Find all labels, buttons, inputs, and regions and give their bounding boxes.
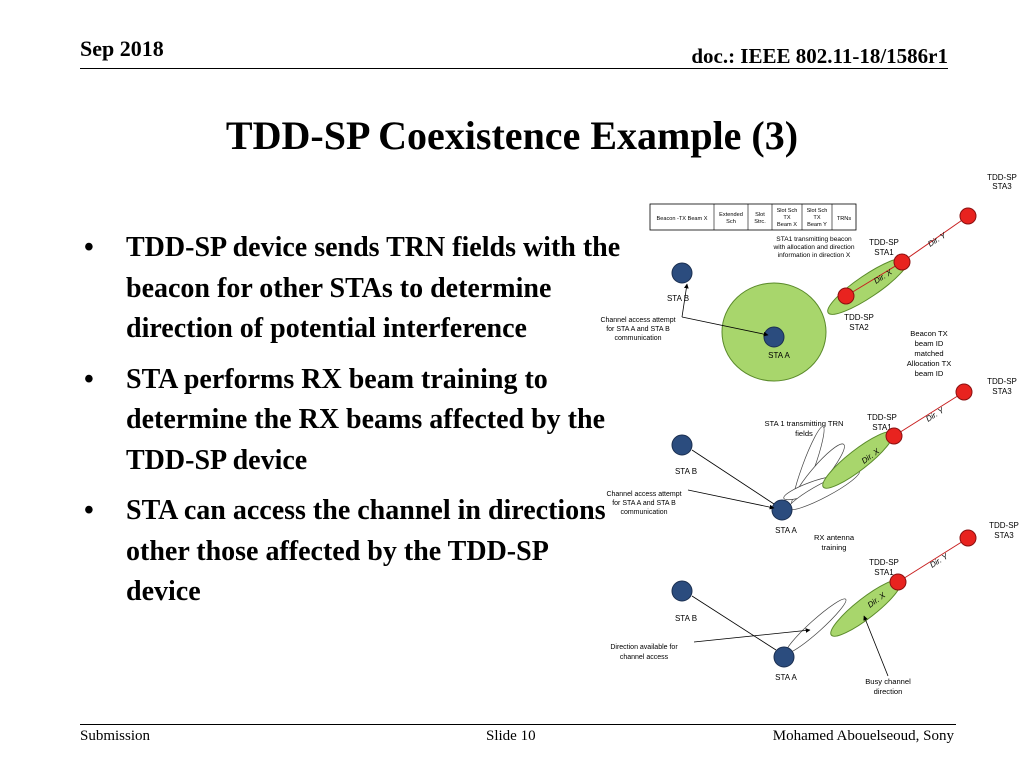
footer-divider bbox=[80, 724, 956, 725]
bullet-item: • TDD-SP device sends TRN fields with the… bbox=[84, 228, 624, 350]
annotation-arrow bbox=[681, 283, 689, 318]
sta1-node bbox=[893, 253, 911, 271]
dir-y-label: Dir. Y bbox=[924, 405, 946, 423]
link-line bbox=[897, 537, 969, 583]
sta-a-node bbox=[773, 646, 795, 668]
sta-link bbox=[691, 595, 777, 651]
footer-submission: Submission bbox=[80, 728, 151, 744]
annotation-arrow bbox=[863, 615, 889, 677]
bullet-dot-icon: • bbox=[84, 363, 94, 395]
sta1-node bbox=[885, 427, 903, 445]
sta3-node bbox=[959, 207, 977, 225]
sta3-node bbox=[955, 383, 973, 401]
footer-slide-number: Slide 10 bbox=[486, 728, 536, 744]
sta-link bbox=[691, 449, 775, 505]
bullet-text: STA can access the channel in directions… bbox=[126, 495, 606, 607]
sta-a-label: STA A bbox=[775, 673, 797, 682]
frame-cell-beacon: Beacon -TX Beam X bbox=[657, 216, 708, 222]
sta-b-label: STA B bbox=[675, 467, 697, 476]
frame-cell-trns: TRNs bbox=[837, 216, 851, 222]
bullet-text: STA performs RX beam training to determi… bbox=[126, 363, 605, 476]
sta-b-label: STA B bbox=[667, 294, 689, 303]
sta-a-node bbox=[763, 326, 785, 348]
header-doc-id: doc.: IEEE 802.11-18/1586r1 bbox=[691, 44, 948, 68]
dir-y-label: Dir. Y bbox=[926, 230, 948, 248]
bullet-item: • STA can access the channel in direction… bbox=[84, 491, 624, 613]
sta3-node bbox=[959, 529, 977, 547]
link-line bbox=[901, 215, 969, 263]
header-date: Sep 2018 bbox=[80, 36, 164, 61]
sta-b-node bbox=[671, 580, 693, 602]
sta-a-label: STA A bbox=[775, 526, 797, 535]
annotation-arrow bbox=[681, 316, 769, 337]
dir-y-label: Dir. Y bbox=[928, 551, 950, 569]
sta2-node bbox=[837, 287, 855, 305]
bullet-dot-icon: • bbox=[84, 232, 94, 263]
bullet-text: TDD-SP device sends TRN fields with the … bbox=[126, 232, 621, 344]
header-divider bbox=[80, 68, 948, 69]
sta-a-label: STA A bbox=[768, 351, 790, 360]
sta-a-node bbox=[771, 499, 793, 521]
link-line bbox=[845, 261, 903, 297]
annotation-arrow bbox=[693, 628, 811, 643]
slide-title: TDD-SP Coexistence Example (3) bbox=[225, 113, 799, 158]
footer-author: Mohamed Abouelseoud, Sony bbox=[772, 728, 954, 744]
bullet-dot-icon: • bbox=[84, 495, 94, 526]
sta-b-label: STA B bbox=[675, 614, 697, 623]
sta1-node bbox=[889, 573, 907, 591]
link-line bbox=[893, 391, 965, 437]
sta-b-node bbox=[671, 262, 693, 284]
sta-b-node bbox=[671, 434, 693, 456]
bullet-item: • STA performs RX beam training to determ… bbox=[84, 360, 624, 482]
annotation-arrow bbox=[687, 489, 775, 510]
bullet-list: • TDD-SP device sends TRN fields with the… bbox=[84, 228, 624, 623]
